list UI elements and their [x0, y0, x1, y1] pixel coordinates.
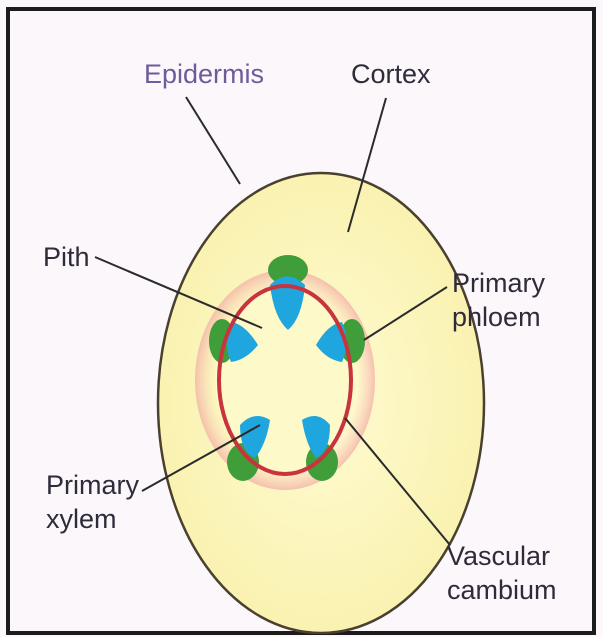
vascular-cambium-label-line2: cambium — [447, 573, 557, 607]
primary-xylem-label: Primary xylem — [46, 468, 139, 536]
primary-phloem-label-line1: Primary — [452, 266, 545, 300]
primary-phloem-label: Primary phloem — [452, 266, 545, 334]
epidermis-label: Epidermis — [144, 57, 264, 91]
primary-xylem-label-line1: Primary — [46, 468, 139, 502]
vascular-cambium-label: Vascular cambium — [447, 539, 557, 607]
vascular-cambium-label-line1: Vascular — [447, 539, 557, 573]
cortex-label: Cortex — [351, 57, 431, 91]
pith-label: Pith — [43, 240, 90, 274]
primary-phloem-label-line2: phloem — [452, 300, 545, 334]
primary-xylem-label-line2: xylem — [46, 502, 139, 536]
